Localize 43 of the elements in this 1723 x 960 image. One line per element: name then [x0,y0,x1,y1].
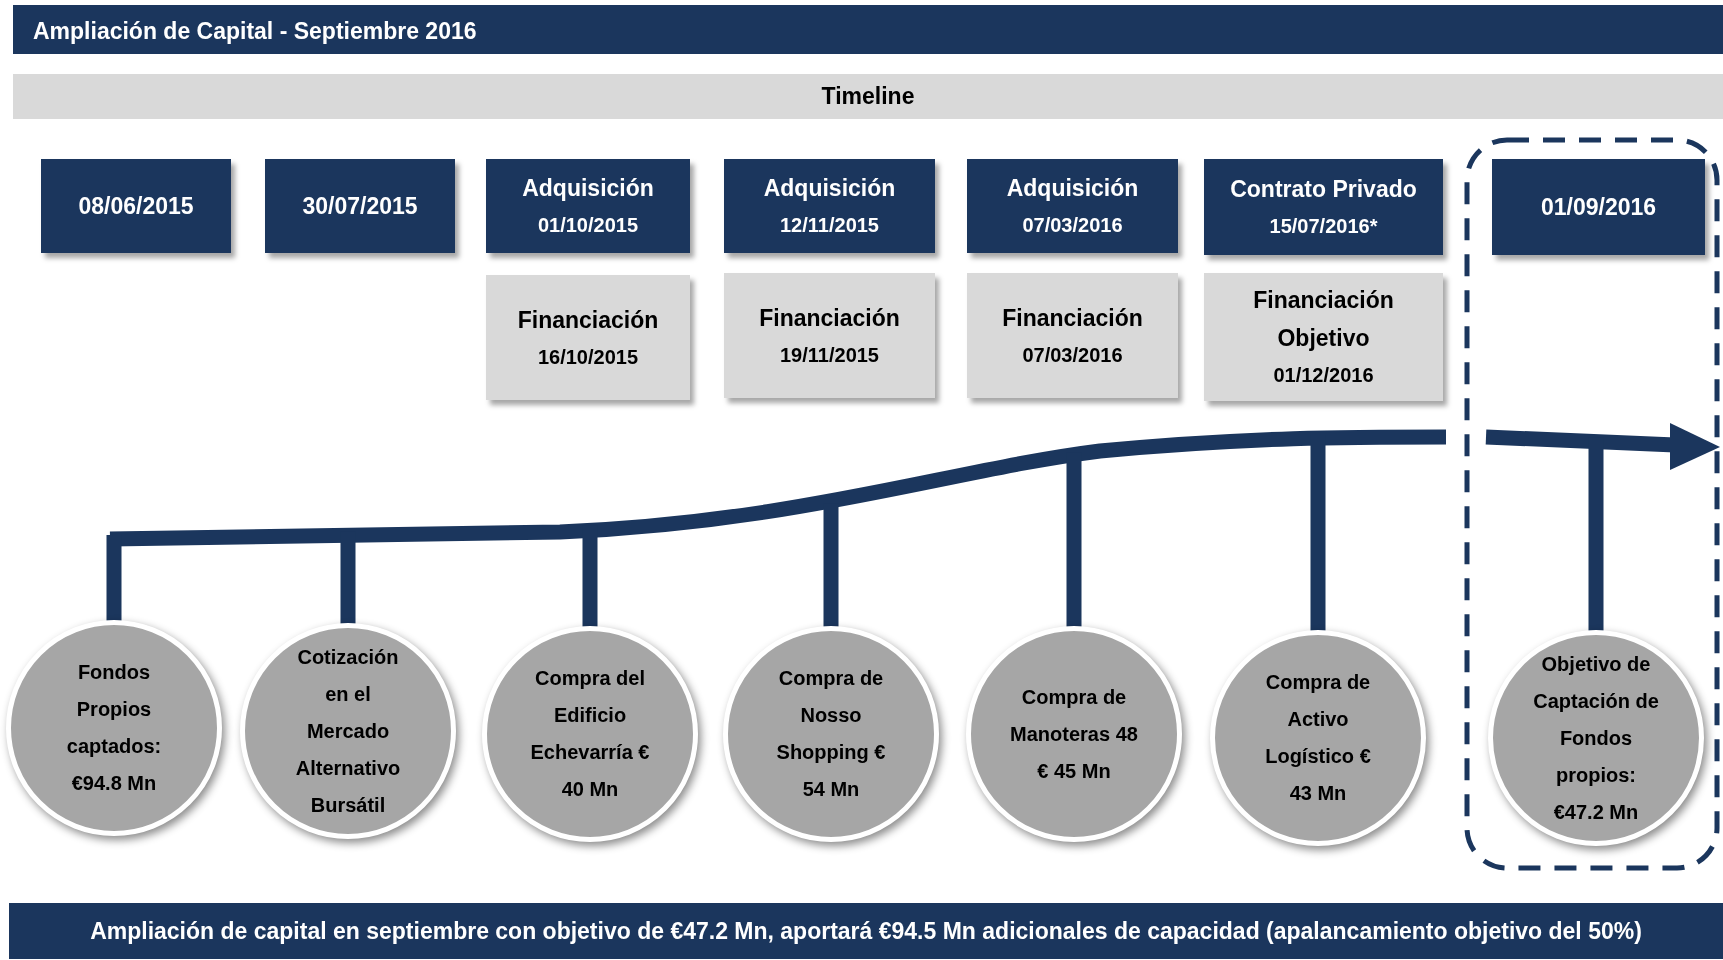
dashed-frame [1464,137,1720,871]
date-text: 01/12/2016 [1273,363,1374,388]
milestone-text: Compra de Nosso Shopping € 54 Mn [775,666,887,802]
date-box [1492,159,1705,255]
date-text: 15/07/2016* [1269,214,1378,239]
box-heading: Financiación [759,303,900,333]
date-text: 07/03/2016 [1022,342,1123,368]
milestone-text: Compra de Manoteras 48 € 45 Mn [1010,684,1138,784]
date-text: 19/11/2015 [780,342,879,368]
timeline-arrow [109,423,1720,547]
financing-box [486,275,690,400]
date-text: 16/10/2015 [537,344,639,370]
date-text: 12/11/2015 [780,213,879,238]
box-heading: Adquisición [522,174,654,203]
milestone-text: Objetivo de Captación de Fondos propios: €47.2 Mn [1532,651,1660,825]
date-box [1204,159,1443,255]
timeline-tick [106,534,122,623]
section-header-band: Timeline [13,74,1723,119]
financing-box [967,273,1178,398]
box-heading: Financiación Objetivo [1252,286,1395,353]
financing-box [724,273,935,398]
milestone-text: Cotización en el Mercado Alternativo Bursátil [294,644,402,818]
milestone-text: Compra de Activo Logístico € 43 Mn [1264,670,1372,806]
box-heading: Adquisición [763,174,896,203]
date-text: 07/03/2016 [1022,213,1123,238]
milestone-text: Fondos Propios captados: €94.8 Mn [65,660,163,796]
date-text: 01/09/2016 [1540,193,1657,222]
date-text: 08/06/2015 [78,192,194,221]
milestone-text: Compra del Edificio Echevarría € 40 Mn [529,666,651,802]
summary-banner: Ampliación de capital en septiembre con objetivo de €47.2 Mn, aportará €94.5 Mn adicionales de capacidad (apalancamiento objetivo del 50%) [9,903,1723,959]
date-text: 01/10/2015 [537,213,639,238]
date-box [486,159,690,253]
box-heading: Financiación [1002,303,1143,333]
date-box [41,159,231,253]
date-box [967,159,1178,253]
date-box [265,159,455,253]
box-heading: Financiación [517,305,659,335]
box-heading: Contrato Privado [1230,175,1417,204]
box-heading: Adquisición [1006,174,1139,203]
date-text: 30/07/2015 [302,192,418,221]
date-box [724,159,935,253]
title-bar: Ampliación de Capital - Septiembre 2016 [13,5,1723,54]
financing-box [1204,273,1443,401]
